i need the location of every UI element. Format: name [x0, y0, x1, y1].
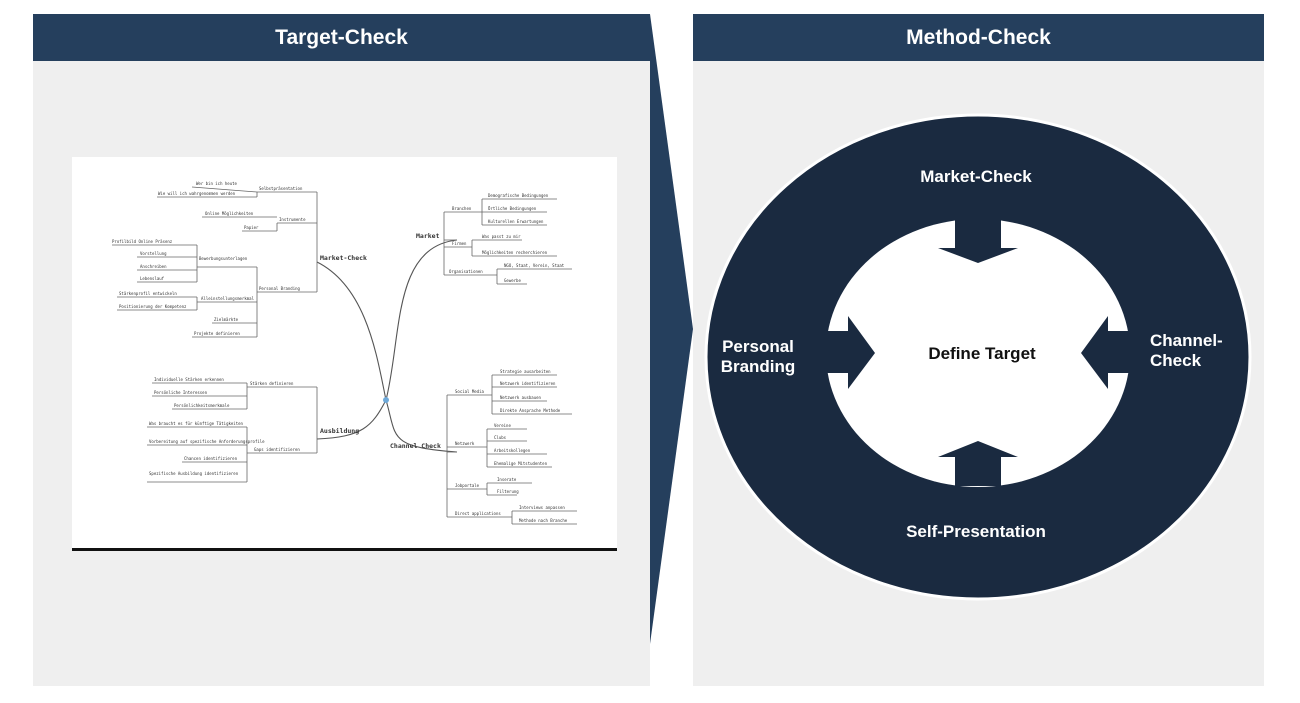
mm-node: Direct applications: [455, 511, 501, 516]
mm-node: Jobportale: [455, 483, 480, 488]
mm-node: Was braucht es für künftige Tätigkeiten: [149, 421, 244, 426]
mm-node: Wer bin ich heute: [196, 181, 238, 186]
label-market-check: Market-Check: [920, 167, 1032, 186]
mm-node: Persönliche Interessen: [154, 390, 208, 395]
arrow-down-icon: [938, 219, 1018, 263]
mm-node: Zielmärkte: [214, 317, 239, 322]
mm-node: Personal Branding: [259, 286, 301, 291]
mm-node: Online Möglichkeiten: [205, 211, 254, 216]
mm-node: Chancen identifizieren: [184, 456, 238, 461]
mm-node: Selbstpräsentation: [259, 186, 303, 191]
mm-node: Vorstellung: [140, 251, 167, 256]
mindmap-image: Market-Check Ausbildung Market Channel C…: [72, 157, 617, 551]
mm-node: Netzwerk ausbauen: [500, 395, 542, 400]
chevron-divider: [650, 14, 693, 644]
mm-node: Wie will ich wahrgenommen werden: [158, 191, 236, 196]
mm-node: Methode nach Branche: [519, 518, 568, 523]
mm-node: Individuelle Stärken erkennen: [154, 377, 224, 382]
mm-label-market: Market: [416, 232, 440, 240]
mm-node: Branchen: [452, 206, 472, 211]
mm-node: Clubs: [494, 435, 507, 440]
mm-node: Netzwerk: [455, 441, 475, 446]
mm-node: Firmen: [452, 241, 467, 246]
label-channel-check: Channel- Check: [1150, 331, 1223, 370]
mm-node: Netzwerk identifizieren: [500, 381, 556, 386]
mm-node: Kulturellen Erwartungen: [488, 219, 544, 224]
mm-label-ausbildung: Ausbildung: [320, 427, 359, 435]
mm-node: Direkte Ansprache Methode: [500, 408, 561, 413]
chevron-arrow-icon: [650, 14, 693, 644]
mm-node: Lebenslauf: [140, 276, 165, 281]
label-define-target: Define Target: [928, 344, 1036, 363]
mm-node: Stärken definieren: [250, 381, 294, 386]
mm-node: Arbeitskollegen: [494, 448, 531, 453]
arrow-up-icon: [938, 441, 1018, 486]
arrow-left-icon: [1081, 316, 1133, 389]
mm-node: Stärkenprofil entwickeln: [119, 291, 177, 296]
mm-node: Organisationen: [449, 269, 483, 274]
label-personal-branding: Personal Branding: [720, 337, 796, 376]
label-self-presentation: Self-Presentation: [906, 522, 1046, 541]
method-check-title: Method-Check: [693, 14, 1264, 61]
mm-label-channel-check: Channel Check: [390, 442, 441, 450]
mm-node: Papier: [244, 225, 259, 230]
mm-node: Alleinstellungsmerkmal: [201, 296, 255, 301]
mm-node: Projekte definieren: [194, 331, 240, 336]
mm-node: Vorbereitung auf spezifische Anforderung…: [149, 439, 265, 444]
arrow-right-icon: [823, 316, 875, 389]
mm-node: Interviews anpassen: [519, 505, 565, 510]
mm-node: Persönlichkeitsmerkmale: [174, 403, 230, 408]
mm-node: Gewerbe: [504, 278, 521, 283]
mm-node: Spezifische Ausbildung identifizieren: [149, 471, 239, 476]
mm-node: Inserate: [497, 477, 517, 482]
mm-node: Bewerbungsunterlagen: [199, 256, 248, 261]
mm-node: Social Media: [455, 389, 484, 394]
mm-node: Demografische Bedingungen: [488, 193, 549, 198]
mm-node: Instrumente: [279, 217, 306, 222]
mm-node: Was passt zu mir: [482, 234, 521, 239]
mindmap-diagram: Market-Check Ausbildung Market Channel C…: [112, 181, 577, 525]
mm-node: Anschreiben: [140, 264, 167, 269]
method-ring-diagram: [704, 113, 1252, 601]
mm-node: Örtliche Bedingungen: [488, 206, 537, 211]
mm-node: Vereine: [494, 423, 511, 428]
mm-node: Filterung: [497, 489, 519, 494]
mm-node: NGO, Staat, Verein, Staat: [504, 263, 565, 268]
mindmap-center-node: [383, 397, 389, 403]
target-check-title: Target-Check: [33, 14, 650, 61]
mm-label-market-check: Market-Check: [320, 254, 367, 262]
mm-node: Gaps identifizieren: [254, 447, 300, 452]
mm-node: Ehemalige Mitstudenten: [494, 461, 548, 466]
mm-node: Möglichkeiten recherchieren: [482, 250, 548, 255]
inner-circle: [826, 219, 1130, 487]
mm-node: Strategie ausarbeiten: [500, 369, 551, 374]
mm-node: Profilbild Online Präsenz: [112, 239, 173, 244]
mm-node: Positionierung der Kompetenz: [119, 304, 187, 309]
